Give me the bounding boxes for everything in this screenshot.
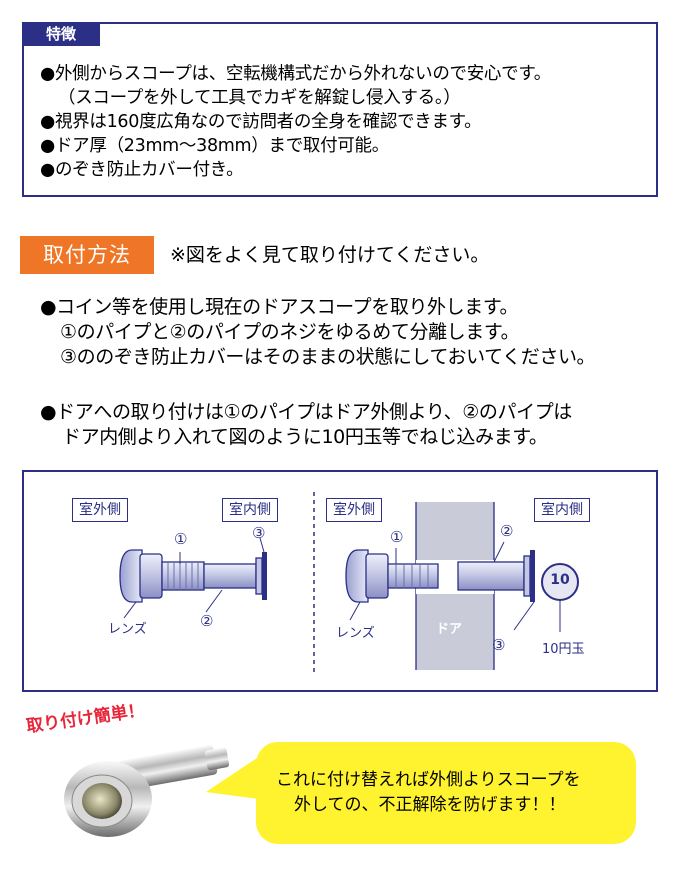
coin-label: 10円玉: [542, 642, 585, 657]
method-tag: 取付方法: [20, 236, 154, 274]
coin-value: 10: [550, 572, 570, 588]
num-2-left: ②: [200, 612, 214, 630]
step2-line-2: ドア内側より入れて図のように10円玉等でねじ込みます。: [62, 426, 548, 448]
diagram-illustration: [119, 492, 579, 672]
feature-line-5: ●のぞき防止カバー付き。: [40, 160, 244, 180]
lens-label-right: レンズ: [336, 626, 375, 641]
scope-right-part2: [457, 541, 535, 631]
step1-line-1: ●コイン等を使用し現在のドアスコープを取り外します。: [40, 296, 519, 318]
label-outside-right: 室外側: [326, 498, 382, 522]
label-inside-left: 室内側: [222, 498, 278, 522]
easy-install-title: 取り付け簡単！: [25, 700, 146, 737]
features-box: [22, 22, 658, 197]
num-1-right: ①: [390, 528, 404, 546]
method-note: ※図をよく見て取り付けてください。: [170, 244, 490, 266]
num-2-right: ②: [500, 522, 514, 540]
step1-line-3: ③ののぞき防止カバーはそのままの状態にしておいてください。: [60, 346, 596, 368]
scope-left: [119, 537, 267, 619]
feature-line-2: （スコープを外して工具でカギを解錠し侵入する。）: [58, 88, 461, 108]
bubble-line-1: これに付け替えれば外側よりスコープを: [276, 770, 581, 790]
label-outside-left: 室外側: [72, 498, 128, 522]
num-3-right: ③: [492, 636, 506, 654]
label-inside-right: 室内側: [534, 498, 590, 522]
feature-line-3: ●視界は160度広角なので訪問者の全身を確認できます。: [40, 112, 482, 132]
bubble-tail: [206, 756, 266, 800]
features-tag: 特徴: [22, 22, 100, 46]
feature-line-1: ●外側からスコープは、空転機構式だから外れないので安心です。: [40, 64, 551, 84]
scope-photo: [64, 745, 230, 837]
speech-bubble: [256, 742, 636, 844]
num-3-left: ③: [252, 524, 266, 542]
scope-right-part1: [345, 548, 439, 621]
diagram-box: 室外側 室内側 室外側 室内側: [22, 470, 658, 692]
bubble-text: これに付け替えれば外側よりスコープを 外しての、不正解除を防げます！！: [276, 768, 581, 818]
num-1-left: ①: [174, 530, 188, 548]
step2-line-1: ●ドアへの取り付けは①のパイプはドア外側より、②のパイプは: [40, 401, 572, 423]
bubble-line-2: 外しての、不正解除を防げます！！: [294, 795, 566, 815]
door-label: ドア: [436, 622, 463, 637]
step1-line-2: ①のパイプと②のパイプのネジをゆるめて分離します。: [60, 321, 520, 343]
feature-line-4: ●ドア厚（23mm〜38mm）まで取付可能。: [40, 136, 389, 156]
lens-label-left: レンズ: [108, 622, 147, 637]
coin: [541, 563, 579, 632]
